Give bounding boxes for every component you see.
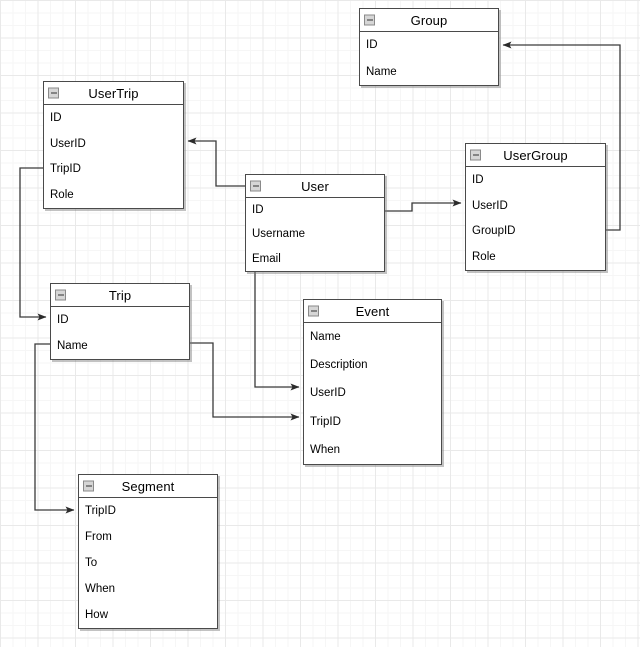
entity-title-usergroup: UserGroup: [503, 147, 568, 163]
attribute-usertrip-id[interactable]: ID: [50, 111, 62, 124]
entity-header-trip: Trip: [51, 284, 189, 307]
attribute-group-name[interactable]: Name: [366, 65, 397, 78]
entity-header-user: User: [246, 175, 384, 198]
connector-trip-to-segment[interactable]: [34, 343, 75, 514]
entity-header-group: Group: [360, 9, 498, 32]
collapse-minus-icon[interactable]: [83, 480, 94, 492]
entity-title-group: Group: [410, 12, 448, 28]
attribute-group-id[interactable]: ID: [366, 39, 378, 52]
attribute-user-email[interactable]: Email: [252, 252, 281, 265]
attribute-event-description[interactable]: Description: [310, 359, 368, 372]
attribute-event-when[interactable]: When: [310, 443, 341, 456]
collapse-minus-icon[interactable]: [55, 289, 66, 301]
connector-user-to-usergroup[interactable]: [385, 199, 462, 212]
entity-header-event: Event: [304, 300, 441, 323]
collapse-minus-icon[interactable]: [364, 14, 375, 26]
attribute-list-trip: ID Name: [51, 307, 189, 359]
attribute-event-userid[interactable]: UserID: [310, 387, 346, 400]
attribute-usergroup-userid[interactable]: UserID: [472, 199, 508, 212]
attribute-event-tripid[interactable]: TripID: [310, 415, 341, 428]
attribute-user-username[interactable]: Username: [252, 228, 306, 241]
entity-title-event: Event: [355, 303, 390, 319]
attribute-event-name[interactable]: Name: [310, 331, 341, 344]
collapse-minus-icon[interactable]: [250, 180, 261, 192]
attribute-user-id[interactable]: ID: [252, 204, 264, 217]
attribute-list-group: ID Name: [360, 32, 498, 85]
entity-header-segment: Segment: [79, 475, 217, 498]
attribute-usertrip-tripid[interactable]: TripID: [50, 163, 81, 176]
entity-title-user: User: [301, 178, 329, 194]
connector-user-to-event[interactable]: [254, 272, 300, 391]
entity-title-segment: Segment: [121, 478, 175, 494]
attribute-segment-when[interactable]: When: [85, 583, 116, 595]
attribute-segment-how[interactable]: How: [85, 609, 109, 621]
collapse-minus-icon[interactable]: [48, 87, 59, 99]
attribute-usergroup-role[interactable]: Role: [472, 251, 496, 264]
attribute-list-usertrip: ID UserID TripID Role: [44, 105, 183, 208]
attribute-list-usergroup: ID UserID GroupID Role: [466, 167, 605, 270]
attribute-segment-from[interactable]: From: [85, 531, 112, 543]
entity-header-usergroup: UserGroup: [466, 144, 605, 167]
entity-title-usertrip: UserTrip: [88, 85, 139, 101]
attribute-usertrip-role[interactable]: Role: [50, 189, 74, 202]
connector-trip-to-event[interactable]: [190, 342, 300, 421]
collapse-minus-icon[interactable]: [308, 305, 319, 317]
attribute-trip-name[interactable]: Name: [57, 340, 88, 352]
entity-header-usertrip: UserTrip: [44, 82, 183, 105]
entity-title-trip: Trip: [108, 287, 132, 303]
attribute-segment-to[interactable]: To: [85, 557, 98, 569]
attribute-usergroup-id[interactable]: ID: [472, 173, 484, 186]
collapse-minus-icon[interactable]: [470, 149, 481, 161]
attribute-usertrip-userid[interactable]: UserID: [50, 137, 86, 150]
attribute-trip-id[interactable]: ID: [57, 314, 69, 326]
connector-user-to-usertrip[interactable]: [187, 137, 245, 187]
attribute-segment-tripid[interactable]: TripID: [85, 505, 116, 517]
attribute-usergroup-groupid[interactable]: GroupID: [472, 225, 516, 238]
